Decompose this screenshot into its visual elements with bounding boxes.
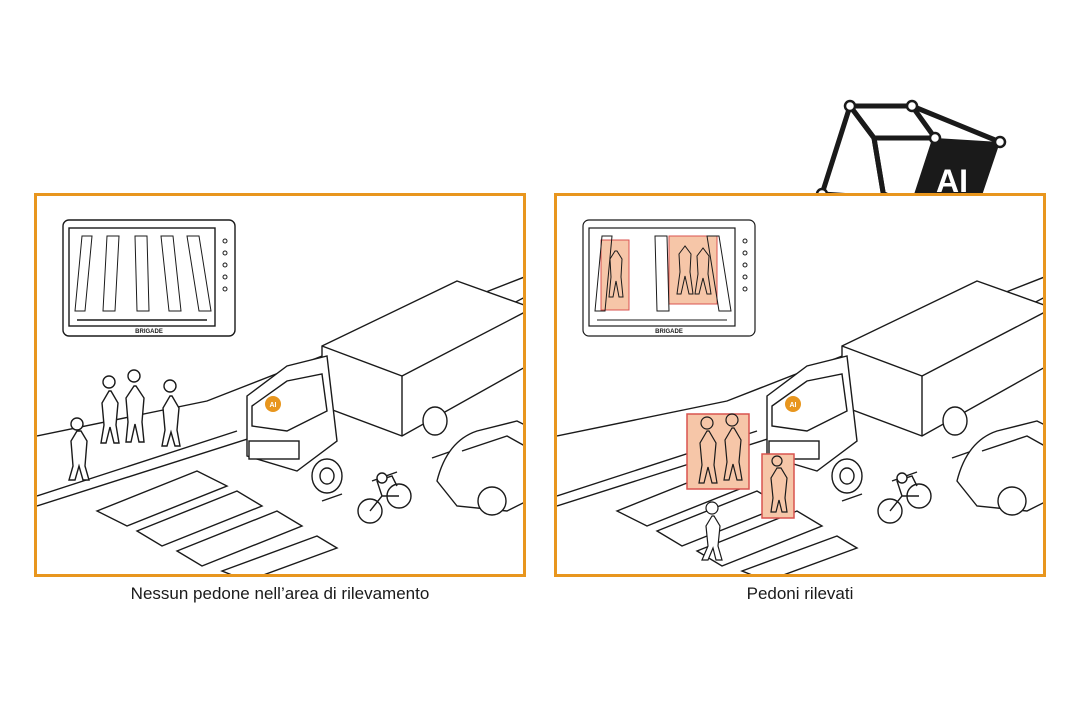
camera-ai-badge: AI (790, 402, 797, 409)
camera-ai-badge: AI (270, 402, 277, 409)
monitor-brand-label: BRIGADE (135, 329, 163, 335)
detection-box-group (686, 413, 795, 519)
scene-pedestrians-detected: BRIGADE AI (554, 193, 1046, 577)
caption-left: Nessun pedone nell’area di rilevamento (130, 584, 430, 603)
detection-box (761, 453, 795, 519)
monitor-brand-label: BRIGADE (655, 329, 683, 335)
detection-box (686, 413, 750, 490)
caption-right: Pedoni rilevati (746, 584, 854, 603)
scene-no-pedestrians: BRIGADE AI (34, 193, 526, 577)
